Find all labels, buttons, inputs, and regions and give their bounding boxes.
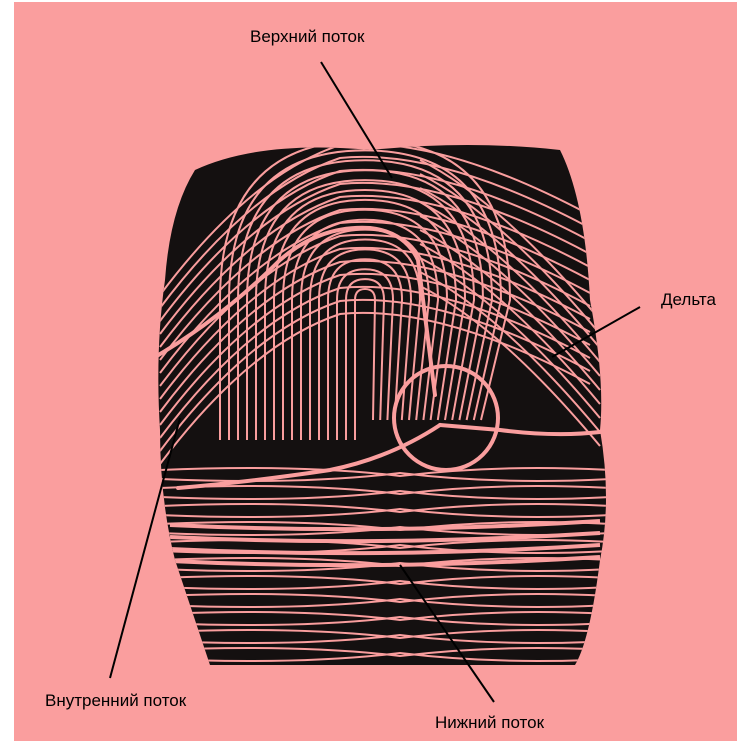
lower-flow-label: Нижний поток	[435, 713, 544, 733]
delta-label: Дельта	[661, 290, 716, 310]
upper-flow-label: Верхний поток	[250, 27, 364, 47]
inner-flow-label: Внутренний поток	[45, 691, 186, 711]
inner-flow-leader	[110, 418, 180, 678]
